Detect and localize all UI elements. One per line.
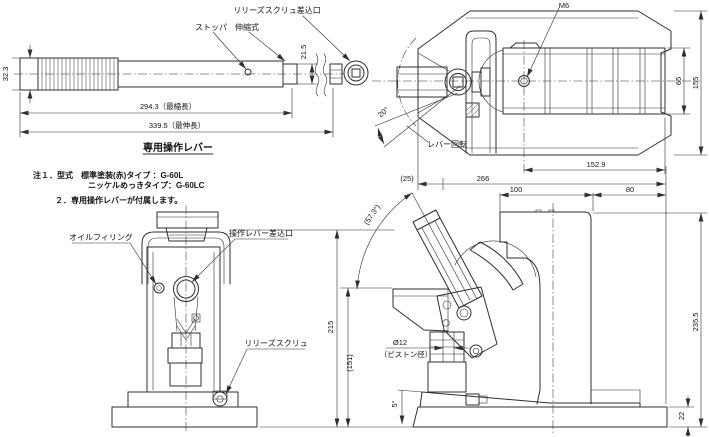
dim-overall-width: 155	[691, 77, 700, 90]
label-thread-hole: M6	[559, 1, 569, 10]
label-stopper: ストッパ	[195, 23, 227, 32]
stopper-hole	[244, 68, 252, 76]
dim-rear-length: 80	[626, 185, 634, 194]
dim-front-length: 100	[510, 185, 523, 194]
lever-socket-end	[343, 60, 369, 86]
release-screw-front	[212, 390, 228, 407]
dim-overall-height: 235.5	[691, 313, 700, 332]
label-telescopic: 伸縮式	[235, 22, 259, 32]
label-release-screw: リリーズスクリュ	[244, 338, 308, 348]
dim-lever-angle: (57.3°)	[362, 202, 383, 226]
lever-port-front	[173, 276, 199, 302]
side-view: 5° (57.3°) Ø12 （ピストン径） (151) 235.5 22	[339, 192, 708, 437]
lever-stub-plan	[396, 66, 448, 98]
label-lever-port: 操作レバー差込口	[229, 228, 293, 238]
dim-body-height: 215	[326, 321, 335, 334]
dim-tip-height: 21.5	[299, 45, 308, 60]
dim-ram-width: 65	[674, 77, 683, 85]
plan-view: M6 20° レバー回転 155 65 152.9	[372, 1, 708, 175]
dim-shaft-height: 32.3	[1, 67, 10, 82]
label-oil-filling: オイルフィリング	[69, 232, 133, 242]
note2: ２．専用操作レバーが付属します。	[55, 195, 182, 205]
note1-line2: ニッケルめっきタイプ：G-60LC	[88, 180, 205, 190]
lever-view: 32.3 21.5 294.3（最縮長） 339.5（最伸長） ストッパ 伸縮式…	[1, 5, 369, 155]
dim-base-height: 22	[677, 412, 686, 420]
intermediate-dimensions: (25) 266 100 80	[400, 118, 667, 405]
label-lever-rotation: レバー回転	[427, 140, 467, 149]
dim-retracted-length: 294.3（最縮長）	[140, 101, 196, 111]
label-piston-dia-note: （ピストン径）	[380, 349, 433, 359]
dim-approach-angle: 5°	[390, 400, 399, 407]
lever-view-title: 専用操作レバー	[143, 141, 213, 154]
label-release-screw-port: リリーズスクリュ差込口	[233, 5, 321, 15]
dim-piston-dia: Ø12	[393, 338, 407, 347]
dim-rotation-angle: 20°	[376, 105, 390, 119]
m6-hole	[518, 75, 530, 87]
dim-toe-offset: (25)	[400, 174, 414, 183]
dim-hole-to-rear: 152.9	[587, 160, 606, 169]
release-screw-side	[465, 393, 488, 406]
note1-line1: 注１．型式 標準塗装(赤)タイプ ：G-60L	[33, 170, 183, 180]
claw-toe	[392, 288, 449, 332]
dim-extended-length: 339.5（最伸長）	[149, 120, 205, 130]
notes: 注１．型式 標準塗装(赤)タイプ ：G-60L ニッケルめっきタイプ：G-60L…	[33, 170, 205, 205]
dim-claw-ref-height: (151)	[345, 354, 354, 372]
dim-base-length: 266	[477, 174, 490, 183]
oil-filling-plug	[153, 282, 165, 294]
front-view: オイルフィリング 操作レバー差込口 リリーズスクリュ 215	[69, 205, 414, 433]
